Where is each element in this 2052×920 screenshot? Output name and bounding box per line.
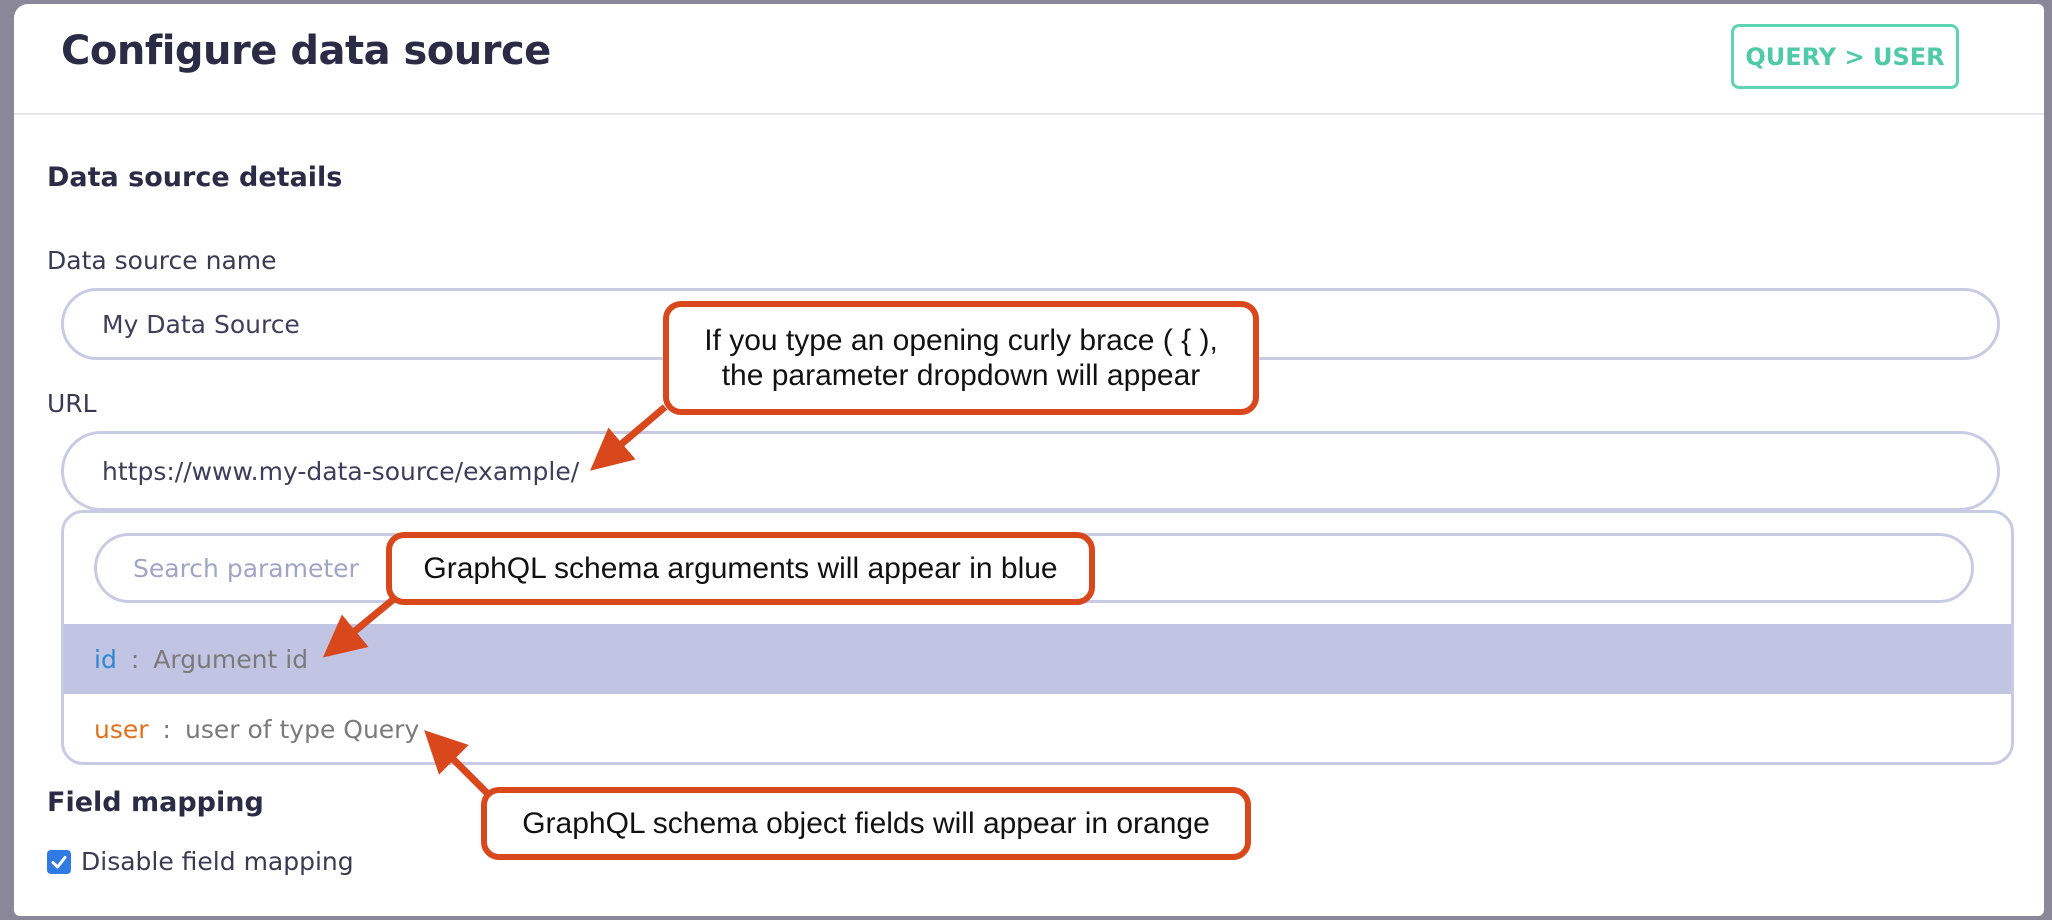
query-user-button[interactable]: QUERY > USER [1731,24,1959,89]
callout-fields-orange: GraphQL schema object fields will appear… [481,787,1251,860]
callout-arguments-blue: GraphQL schema arguments will appear in … [386,532,1095,605]
param-name: id [94,644,117,674]
section-title-field-mapping: Field mapping [47,787,264,818]
disable-field-mapping-checkbox[interactable] [47,849,71,874]
disable-field-mapping-label: Disable field mapping [81,847,354,876]
data-source-name-label: Data source name [47,246,277,275]
url-input[interactable] [61,431,2000,511]
page-title: Configure data source [61,28,551,74]
param-item-user[interactable]: user : user of type Query [64,694,2011,762]
param-separator: : [130,644,140,674]
section-title-details: Data source details [47,162,343,193]
url-label: URL [47,389,97,418]
param-description: user of type Query [184,714,420,744]
callout-curly-brace: If you type an opening curly brace ( { )… [663,301,1259,415]
param-item-id[interactable]: id : Argument id [64,624,2011,694]
param-name: user [94,714,149,744]
callout-curly-brace-line1: If you type an opening curly brace ( { )… [704,323,1218,357]
callout-curly-brace-line2: the parameter dropdown will appear [721,359,1201,392]
param-description: Argument id [153,644,309,674]
checkmark-icon [51,855,67,868]
disable-field-mapping-row: Disable field mapping [47,847,354,876]
param-separator: : [162,714,171,744]
header-divider [14,113,2044,115]
